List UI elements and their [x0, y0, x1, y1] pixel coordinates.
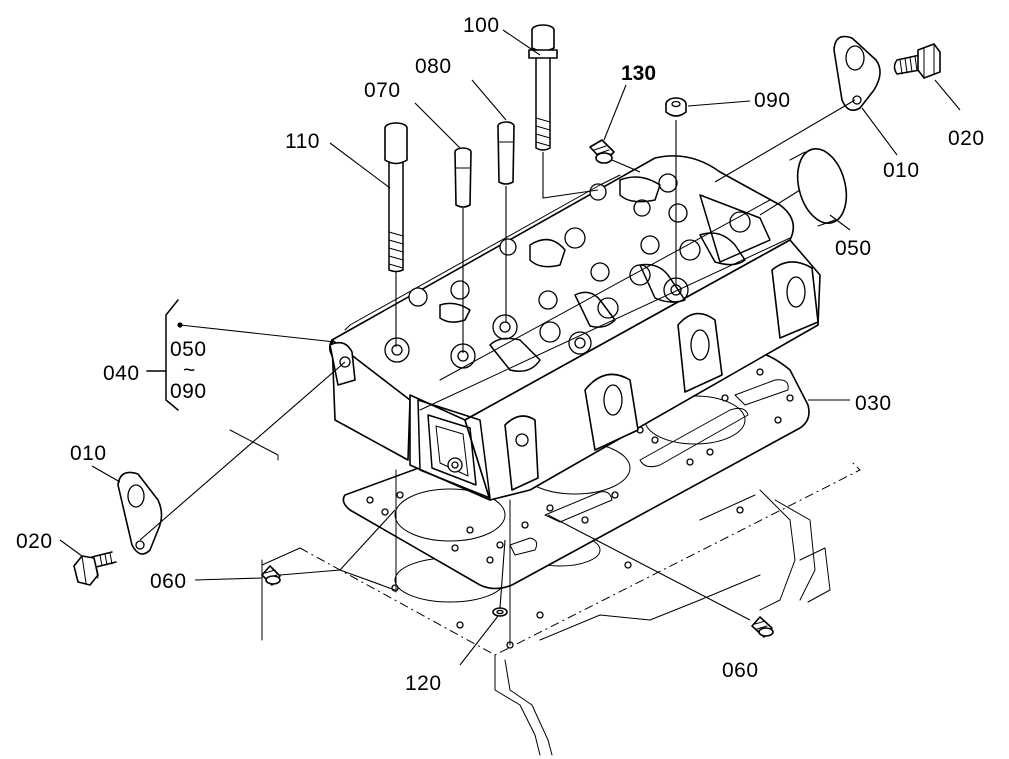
plug-130	[589, 139, 615, 164]
leader-lines	[59, 29, 961, 666]
label-130: 130	[621, 62, 656, 85]
hanger-010-right	[833, 35, 881, 111]
washer-090	[665, 97, 687, 117]
label-080: 080	[415, 55, 452, 78]
guide-070	[454, 147, 472, 208]
plug-050	[789, 148, 848, 227]
bolt-020-left	[73, 551, 117, 586]
label-090: 090	[754, 89, 791, 112]
label-040-range-end: 090	[170, 380, 207, 403]
ring-120	[492, 607, 508, 617]
label-050: 050	[835, 237, 872, 260]
screw-060-right	[751, 616, 774, 638]
hanger-010-left	[117, 471, 163, 555]
label-010-left: 010	[70, 442, 107, 465]
label-100: 100	[463, 14, 500, 37]
label-020-left: 020	[16, 530, 53, 553]
label-040-range-start: 050	[170, 338, 207, 361]
screw-060-left	[261, 565, 281, 586]
label-120: 120	[405, 672, 442, 695]
label-060-right: 060	[722, 659, 759, 682]
bolt-100	[528, 24, 558, 151]
guide-080	[497, 121, 515, 185]
label-040: 040	[103, 362, 140, 385]
label-020-right: 020	[948, 127, 985, 150]
bracket-040	[146, 299, 179, 411]
labels: 100 080 070 110 130 090 020 010 050 040 …	[16, 14, 985, 695]
label-060-left: 060	[150, 570, 187, 593]
bolt-020-right	[893, 43, 941, 79]
label-010-right: 010	[883, 159, 920, 182]
label-070: 070	[364, 79, 401, 102]
label-030: 030	[855, 392, 892, 415]
label-040-range-sep: ~	[183, 359, 196, 382]
bolt-110	[384, 122, 408, 273]
label-110: 110	[285, 130, 320, 153]
